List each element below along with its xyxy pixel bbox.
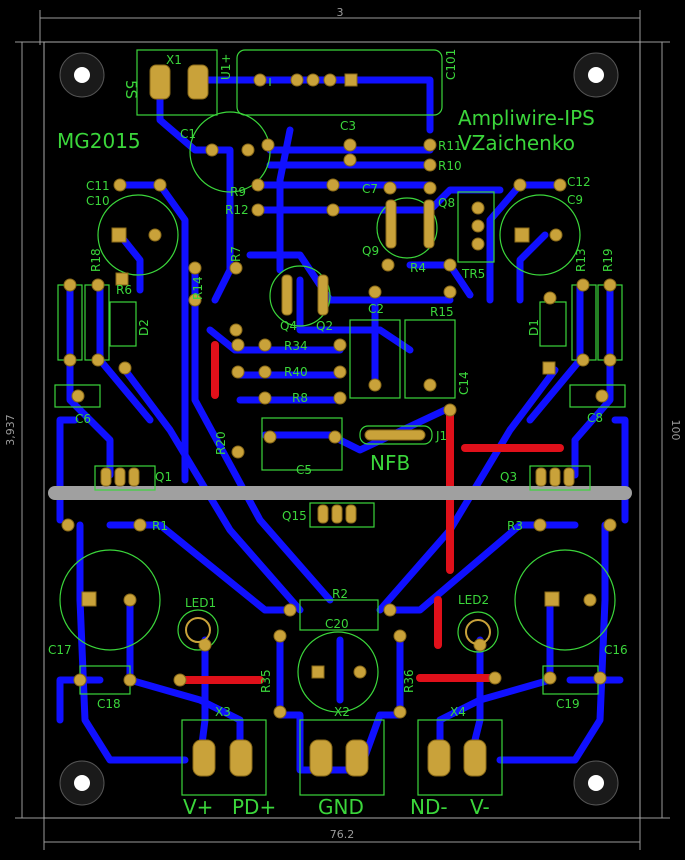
- jumper-wires: [176, 341, 564, 684]
- designator-r36: R36: [402, 669, 416, 693]
- designator-c18: C18: [97, 697, 121, 711]
- dim-top-label: 3: [337, 6, 344, 19]
- dim-bottom-label: 76.2: [330, 828, 355, 841]
- designator-c5: C5: [296, 463, 312, 477]
- designator-q1: Q1: [155, 470, 172, 484]
- designator-c11: C11: [86, 179, 110, 193]
- designator-x2: X2: [334, 705, 350, 719]
- designator-r34: R34: [284, 339, 308, 353]
- designator-r2: R2: [332, 587, 348, 601]
- designator-r11: R11: [438, 139, 462, 153]
- designator-r8: R8: [292, 391, 308, 405]
- designator-q8: Q8: [438, 196, 455, 210]
- mounting-holes: [59, 52, 619, 806]
- designator-c1: C1: [180, 127, 196, 141]
- connector-label-v-plus: V+: [183, 795, 213, 819]
- designator-r19: R19: [601, 248, 615, 272]
- connector-label-gnd: GND: [318, 795, 364, 819]
- designator-c3: C3: [340, 119, 356, 133]
- designator-r6: R6: [116, 283, 132, 297]
- designator-x1: X1: [166, 53, 182, 67]
- connector-label-pd-plus: PD+: [232, 795, 276, 819]
- designator-r35: R35: [259, 669, 273, 693]
- designator-r40: R40: [284, 365, 308, 379]
- dim-left-label: 3,937: [4, 414, 17, 446]
- designator-r20: R20: [214, 431, 228, 455]
- designator-led1: LED1: [185, 596, 216, 610]
- designator-r1: R1: [152, 519, 168, 533]
- designator-d2: D2: [137, 319, 151, 336]
- designator-c9: C9: [567, 193, 583, 207]
- connector-label-nd-minus: ND-: [410, 795, 448, 819]
- dimension-lines: [15, 10, 670, 850]
- board-author: VZaichenko: [458, 131, 575, 155]
- component-designators: X1 C101 U1+ 5S C1 C3 R11 R10 C7 Q8 C11 C…: [48, 49, 628, 719]
- designator-r13: R13: [574, 248, 588, 272]
- designator-c12: C12: [567, 175, 591, 189]
- designator-r7: R7: [229, 246, 243, 262]
- designator-c8: C8: [587, 411, 603, 425]
- component-outlines: [54, 49, 626, 796]
- designator-r15: R15: [430, 305, 454, 319]
- designator-q15: Q15: [282, 509, 307, 523]
- designator-r9: R9: [230, 185, 246, 199]
- designator-c17: C17: [48, 643, 72, 657]
- designator-r4: R4: [410, 261, 426, 275]
- designator-d1: D1: [527, 319, 541, 336]
- designator-q3: Q3: [500, 470, 517, 484]
- designator-tr5: TR5: [461, 267, 485, 281]
- designator-q4: Q4: [280, 319, 297, 333]
- designator-5s: 5S: [122, 80, 140, 99]
- designator-c19: C19: [556, 697, 580, 711]
- designator-c10: C10: [86, 194, 110, 208]
- designator-x3: X3: [215, 705, 231, 719]
- designator-q9: Q9: [362, 244, 379, 258]
- connector-label-v-minus: V-: [470, 795, 490, 819]
- designator-c20: C20: [325, 617, 349, 631]
- designator-j1: J1: [435, 429, 447, 443]
- designator-c6: C6: [75, 412, 91, 426]
- board-year: MG2015: [57, 129, 141, 153]
- designator-c2: C2: [368, 302, 384, 316]
- designator-r14: R14: [191, 276, 205, 300]
- designator-led2: LED2: [458, 593, 489, 607]
- designator-c7: C7: [362, 182, 378, 196]
- board-outline: [43, 41, 641, 819]
- designator-c16: C16: [604, 643, 628, 657]
- dim-right-label: 100: [669, 420, 682, 441]
- designator-r10: R10: [438, 159, 462, 173]
- component-pads: [61, 64, 617, 777]
- designator-r3: R3: [507, 519, 523, 533]
- designator-x4: X4: [450, 705, 466, 719]
- designator-r18: R18: [89, 248, 103, 272]
- designator-c14: C14: [457, 371, 471, 395]
- board-title: Ampliwire-IPS: [458, 106, 595, 130]
- nfb-label: NFB: [370, 451, 410, 475]
- designator-u1: U1+: [219, 54, 233, 80]
- designator-c101: C101: [444, 49, 458, 80]
- designator-r12: R12: [225, 203, 249, 217]
- designator-q2: Q2: [316, 319, 333, 333]
